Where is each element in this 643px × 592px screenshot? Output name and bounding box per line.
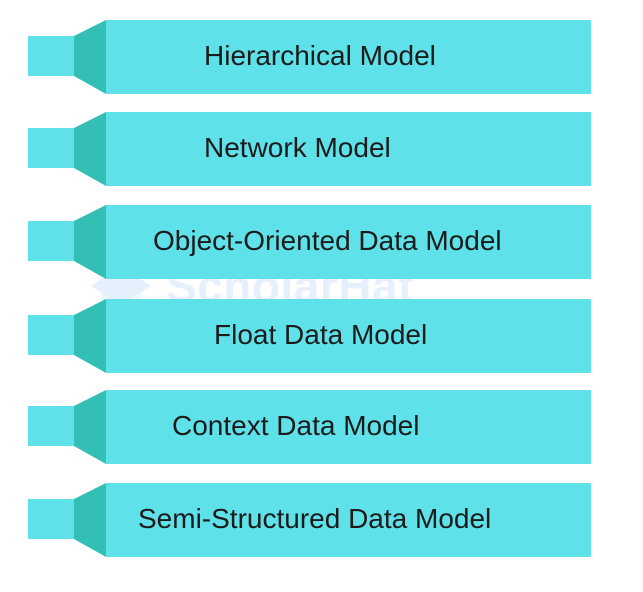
item-fold [74,299,106,373]
item-stub [28,406,78,446]
item-label: Object-Oriented Data Model [153,225,502,256]
item-label: Network Model [204,132,391,163]
item-stub [28,315,78,355]
item-fold [74,205,106,279]
item-stub [28,128,78,168]
item-fold [74,483,106,557]
item-shape [28,483,591,557]
item-shape [28,112,591,186]
item-stub [28,221,78,261]
item-stub [28,36,78,76]
item-shape [28,390,591,464]
item-shape [28,20,591,94]
item-fold [74,20,106,94]
item-bar [106,483,591,557]
data-model-item: Float Data Model [0,297,643,387]
item-label: Hierarchical Model [204,40,436,71]
data-model-item: Object-Oriented Data Model [0,203,643,293]
data-model-item: Hierarchical Model [0,18,643,108]
item-shape [28,299,591,373]
data-model-item: Semi-Structured Data Model [0,481,643,571]
data-model-item: Network Model [0,110,643,200]
item-bar [106,112,591,186]
item-shape [28,205,591,279]
item-bar [106,390,591,464]
item-bar [106,205,591,279]
item-fold [74,112,106,186]
item-stub [28,499,78,539]
data-model-item: Context Data Model [0,388,643,478]
item-bar [106,20,591,94]
item-label: Semi-Structured Data Model [138,503,492,534]
item-label: Float Data Model [214,319,428,350]
item-bar [106,299,591,373]
item-fold [74,390,106,464]
item-label: Context Data Model [172,410,420,441]
